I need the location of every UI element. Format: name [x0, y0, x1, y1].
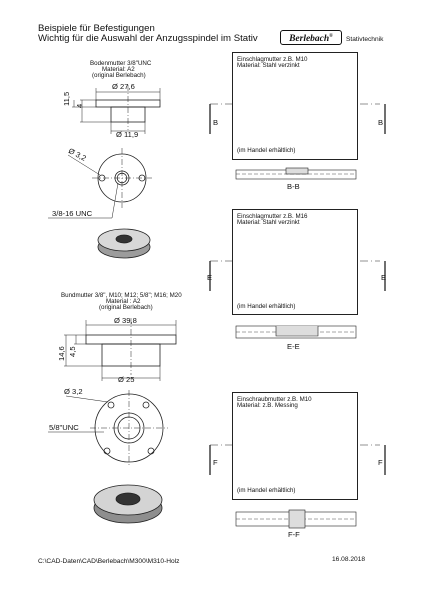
section-letter-b-left: B: [213, 118, 219, 127]
nut1-origin: (original Berlebach): [92, 72, 146, 79]
nut2-dim-top: Ø 39,8: [114, 316, 137, 325]
header-line-2: Wichtig für die Auswahl der Anzugsspinde…: [38, 33, 258, 44]
footer-path: C:\CAD-Daten\CAD\Berlebach\M300\M310-Hol…: [38, 558, 180, 565]
footer-date: 16.08.2018: [332, 556, 366, 563]
box2-material: Material: Stahl verzinkt: [237, 219, 300, 226]
box-einschlagmutter-m10: Einschlagmutter z.B. M10 Material: Stahl…: [232, 52, 358, 160]
section-label-ff: F-F: [288, 530, 300, 539]
berlebach-logo: Berlebach®: [280, 30, 342, 45]
section-letter-f-left: F: [213, 458, 218, 467]
box1-note: (im Handel erhältlich): [237, 147, 296, 154]
nut1-dim-top: Ø 27,6: [112, 82, 135, 91]
nut2-dim-height: 14,6: [57, 346, 66, 361]
box3-title: Einschraubmutter z.B. M10: [237, 396, 312, 403]
nut1-dim-flange: 4: [75, 103, 84, 108]
box-einschraubmutter-m10: Einschraubmutter z.B. M10 Material: z.B.…: [232, 392, 358, 500]
box3-material: Material: z.B. Messing: [237, 402, 298, 409]
nut1-thread: 3/8-16 UNC: [52, 209, 93, 218]
section-letter-e-right: E: [381, 273, 387, 282]
nut2-title: Bundmutter 3/8", M10; M12; 5/8"; M16; M2…: [61, 292, 182, 299]
box-einschlagmutter-m16: Einschlagmutter z.B. M16 Material: Stahl…: [232, 209, 358, 315]
section-letter-b-right: B: [378, 118, 384, 127]
nut2-dim-hole: Ø 3,2: [64, 387, 83, 396]
nut1-material: Material: A2: [102, 66, 135, 73]
nut2-material: Material : A2: [106, 298, 141, 305]
box3-note: (im Handel erhältlich): [237, 487, 296, 494]
logo-subtitle: Stativtechnik: [346, 36, 384, 43]
section-letter-f-right: F: [378, 458, 383, 467]
box1-material: Material: Stahl verzinkt: [237, 62, 300, 69]
nut1-title: Bodenmutter 3/8"UNC: [90, 60, 152, 67]
nut2-origin: (original Berlebach): [99, 304, 153, 311]
nut1-dim-bottom: Ø 11,9: [116, 130, 139, 139]
box1-title: Einschlagmutter z.B. M10: [237, 56, 308, 63]
box2-note: (im Handel erhältlich): [237, 303, 296, 310]
nut2-thread: 5/8"UNC: [49, 423, 79, 432]
section-letter-e-left: E: [207, 273, 213, 282]
box2-title: Einschlagmutter z.B. M16: [237, 213, 308, 220]
nut2-dim-flange: 4,5: [68, 346, 77, 357]
section-label-bb: B-B: [287, 182, 300, 191]
header-line-1: Beispiele für Befestigungen: [38, 23, 155, 34]
nut2-dim-bottom: Ø 25: [118, 375, 135, 384]
section-label-ee: E-E: [287, 342, 300, 351]
nut1-dim-height: 11,5: [62, 91, 71, 106]
